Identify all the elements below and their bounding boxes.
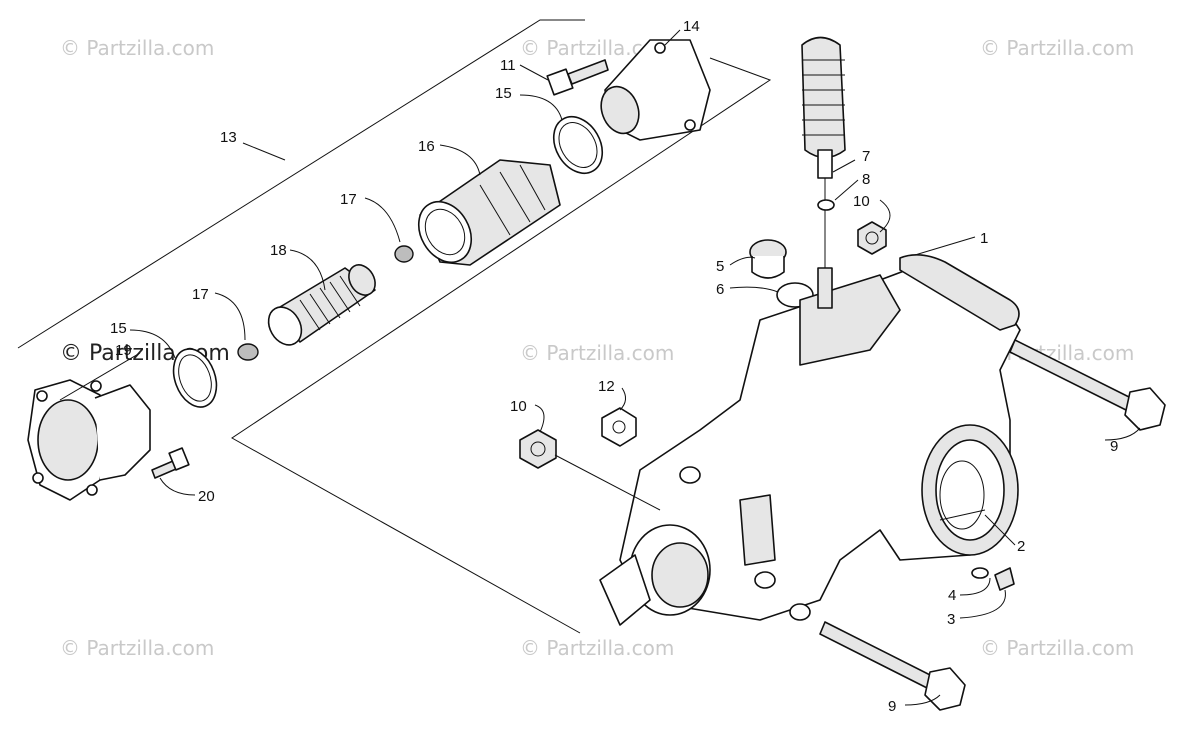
watermark: © Partzilla.com [60,36,214,60]
part-14-flange [600,39,711,141]
callout-17-right: 17 [340,191,357,208]
callout-7: 7 [862,148,870,165]
callout-15-left: 15 [110,320,127,337]
callout-14: 14 [683,18,700,35]
callout-19: 19 [115,342,132,359]
callout-15-right: 15 [495,85,512,102]
callout-8: 8 [862,171,870,188]
part-15-clamp-left [172,348,218,408]
watermark: © Partzilla.com [520,636,674,660]
callout-12: 12 [598,378,615,395]
callout-16: 16 [418,138,435,155]
part-11-bolt [546,59,609,96]
callout-17-left: 17 [192,286,209,303]
assembly-13-outline [17,19,772,634]
part-7-vent-hose [801,36,846,270]
callout-5: 5 [716,258,724,275]
callout-6: 6 [716,281,724,298]
part-10-nut-left [519,429,557,469]
callout-13: 13 [220,129,237,146]
leader-lines [59,29,1141,706]
watermark: © Partzilla.com [980,636,1134,660]
callout-9-lower: 9 [888,698,896,715]
watermark: © Partzilla.com [520,341,674,365]
part-12-nut [601,407,637,447]
part-3-4-bolt-washer [971,567,1015,591]
part-2-bearing [939,509,986,521]
watermark: © Partzilla.com [60,636,214,660]
callout-2: 2 [1017,538,1025,555]
callout-18: 18 [270,242,287,259]
callout-10-left: 10 [510,398,527,415]
part-18-shaft [267,264,376,346]
part-17-plug-left [237,343,259,361]
callout-11: 11 [500,57,516,74]
callout-4: 4 [948,587,956,604]
part-17-plug-right [394,245,414,263]
callout-10-top: 10 [853,193,870,210]
callout-20: 20 [198,488,215,505]
part-10-nut-top [857,221,887,255]
part-5-plug [749,239,787,279]
part-20-flange [27,379,151,501]
part-15-clamp-right [552,115,604,175]
part-9-bolt-upper [1009,339,1166,431]
part-9-bolt-lower [819,621,966,711]
callout-9-upper: 9 [1110,438,1118,455]
part-8-clip [817,199,835,211]
callout-3: 3 [947,611,955,628]
callout-1: 1 [980,230,988,247]
part-1-housing [599,254,1021,626]
part-20-bolt [151,447,190,479]
callout-labels: 1 2 3 4 5 6 7 8 9 9 10 10 11 12 13 14 15… [110,18,1118,715]
watermark: © Partzilla.com [980,36,1134,60]
part-16-boot [417,159,561,266]
